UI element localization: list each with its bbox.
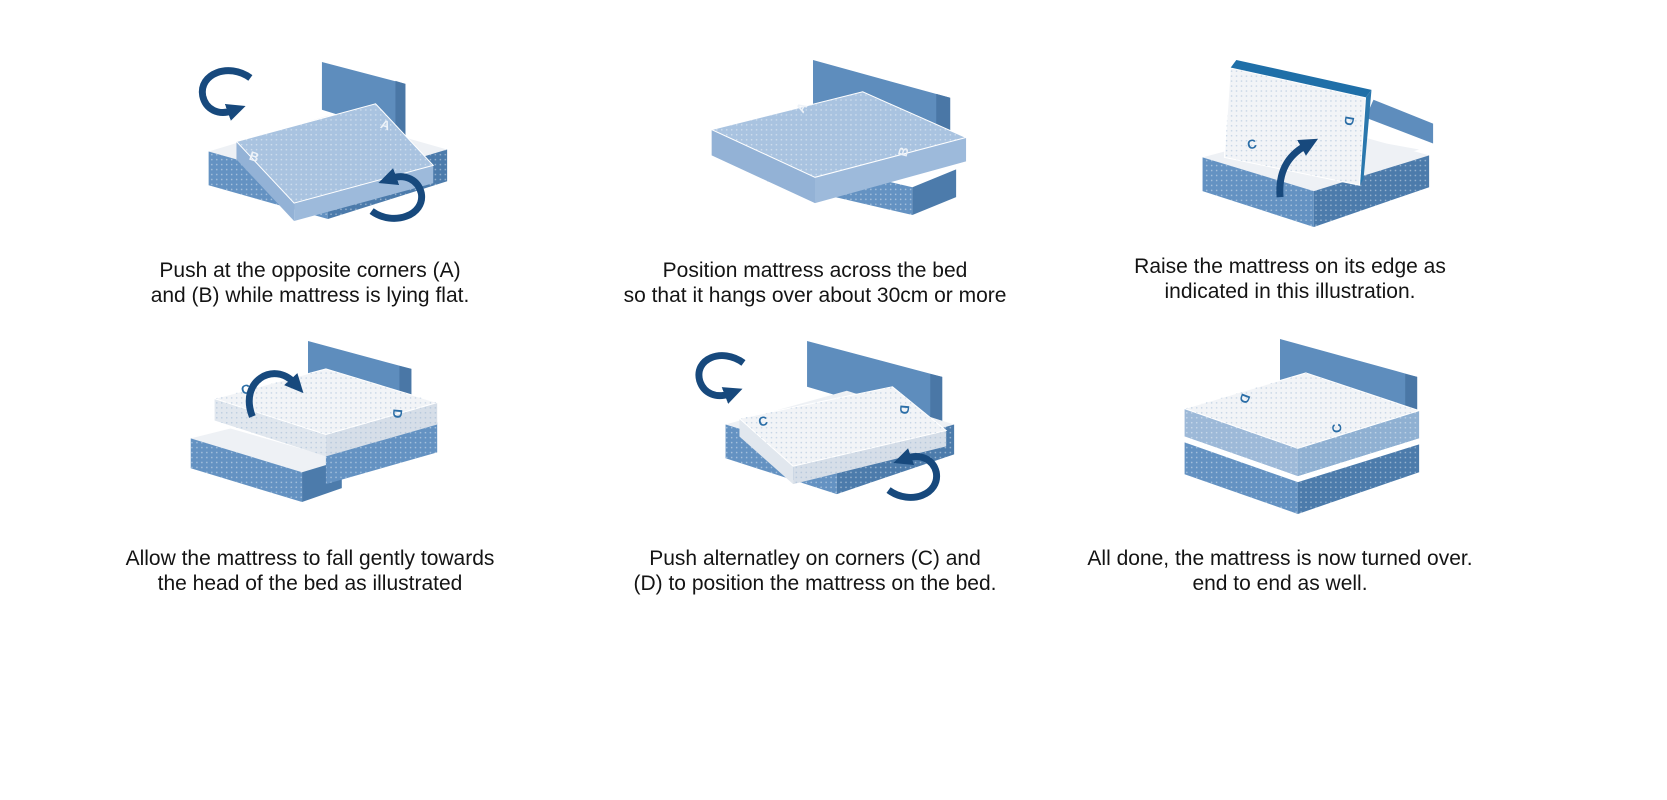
raise-arrow-icon xyxy=(1276,138,1319,197)
step-2-illustration: A B xyxy=(575,34,1055,252)
step-5-illustration: C D xyxy=(575,326,1055,526)
bed-base xyxy=(190,422,438,502)
step-panel-1: A B Push at the opposite corners (A) and… xyxy=(70,34,550,308)
mattress: A B xyxy=(710,90,968,203)
mattress-upright: C D xyxy=(1223,59,1372,186)
illustration-mattress-fallen-flat: C D xyxy=(190,340,439,502)
step-panel-6: D C All done, the mattress is now turned… xyxy=(1030,326,1530,596)
rotate-arrow-icon xyxy=(198,66,253,121)
caption-line: Push at the opposite corners (A) xyxy=(159,259,461,282)
step-3-illustration: C D xyxy=(1040,30,1540,248)
step-1-illustration: A B xyxy=(70,34,550,252)
mattress: C D xyxy=(212,367,439,456)
rotate-arrow-icon xyxy=(886,447,940,501)
caption-line: Raise the mattress on its edge as xyxy=(1134,255,1446,278)
step-panel-2: A B Position mattress across the bed so … xyxy=(575,34,1055,308)
corner-label-c: C xyxy=(1329,422,1345,433)
step-caption: Position mattress across the bed so that… xyxy=(575,258,1055,308)
illustration-rotate-flat-mattress: A B xyxy=(198,61,448,222)
step-4-illustration: C D xyxy=(70,326,550,526)
step-panel-4: C D Allow the mattress to fall gently to… xyxy=(70,326,550,596)
step-caption: All done, the mattress is now turned ove… xyxy=(1030,546,1530,596)
step-caption: Push at the opposite corners (A) and (B)… xyxy=(70,258,550,308)
caption-line: Push alternatley on corners (C) and xyxy=(649,547,981,570)
corner-label-c: C xyxy=(757,412,769,429)
illustration-rotate-white-mattress: C D xyxy=(695,340,955,501)
step-panel-3: C D Raise the mattress on its edge as in… xyxy=(1040,30,1540,304)
corner-label-d: D xyxy=(1341,115,1357,127)
step-6-illustration: D C xyxy=(1030,326,1530,526)
mattress: D C xyxy=(1182,371,1421,476)
mattress: C D xyxy=(738,385,948,484)
caption-line: the head of the bed as illustrated xyxy=(157,572,463,595)
rotate-arrow-icon xyxy=(695,351,746,404)
caption-line: Allow the mattress to fall gently toward… xyxy=(125,547,495,570)
step-panel-5: C D Push alternatley on corners (C) and … xyxy=(575,326,1055,596)
caption-line: (D) to position the mattress on the bed. xyxy=(633,572,997,595)
corner-label-b: B xyxy=(247,147,261,164)
illustration-mattress-on-edge: C D xyxy=(1202,59,1434,227)
corner-label-d: D xyxy=(897,404,913,415)
caption-line: All done, the mattress is now turned ove… xyxy=(1087,547,1473,570)
caption-line: Position mattress across the bed xyxy=(662,259,968,282)
caption-line: end to end as well. xyxy=(1192,572,1368,595)
caption-line: indicated in this illustration. xyxy=(1164,280,1416,303)
caption-line: and (B) while mattress is lying flat. xyxy=(150,284,470,307)
step-caption: Raise the mattress on its edge as indica… xyxy=(1040,254,1540,304)
corner-label-d: D xyxy=(390,408,406,419)
bed-base xyxy=(1184,435,1420,514)
step-caption: Allow the mattress to fall gently toward… xyxy=(70,546,550,596)
corner-label-c: C xyxy=(1246,135,1258,152)
step-caption: Push alternatley on corners (C) and (D) … xyxy=(575,546,1055,596)
corner-label-a: A xyxy=(379,116,393,133)
flip-arrow-icon xyxy=(245,369,304,418)
illustration-mattress-across-bed: A B xyxy=(710,59,968,215)
corner-label-b: B xyxy=(895,145,912,158)
rotate-arrow-icon xyxy=(369,167,425,222)
illustration-mattress-turned-over: D C xyxy=(1182,338,1421,514)
caption-line: so that it hangs over about 30cm or more xyxy=(623,284,1007,307)
